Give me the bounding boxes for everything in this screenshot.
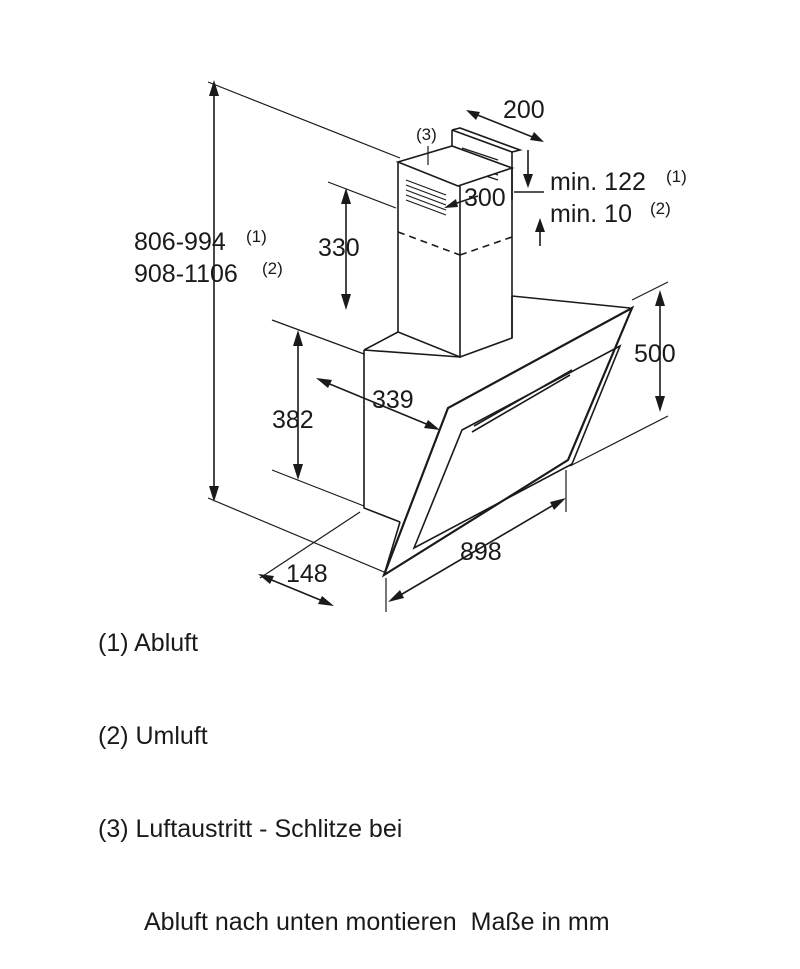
glass-front-panel (381, 305, 635, 578)
total-height-2-ref: (2) (262, 259, 283, 278)
panel-height-value: 500 (634, 340, 676, 368)
legend-item-3: (3) Luftaustritt - Schlitze bei (98, 815, 403, 843)
body-height-value: 382 (272, 406, 314, 434)
min-top-1-ref: (1) (666, 167, 687, 186)
chimney-front (395, 145, 515, 359)
legend-item-1: (1) Abluft (98, 629, 199, 657)
total-height-1-ref: (1) (246, 227, 267, 246)
min-top-1-value: min. 122 (550, 168, 646, 196)
legend: (1) Abluft (2) Umluft (3) Luftaustritt -… (98, 566, 610, 969)
chimney-height-dimension: 330 (318, 181, 397, 310)
min-top-2-ref: (2) (650, 199, 671, 218)
chimney-depth-value: 200 (503, 96, 545, 124)
width-value: 898 (460, 538, 502, 566)
panel-height-dimension: 500 (569, 281, 676, 467)
total-height-2-value: 908-1106 (134, 260, 238, 288)
chimney-height-value: 330 (318, 234, 360, 262)
body-depth-dimension: 339 (316, 378, 440, 430)
range-hood-dimension-drawing: 806-994 (1) 908-1106 (2) 330 200 (3) 300… (134, 80, 687, 612)
min-clearance-dimension: min. 122 (1) min. 10 (2) (514, 150, 687, 246)
bottom-depth-value: 148 (286, 560, 328, 588)
slot-ref: (3) (416, 125, 437, 144)
legend-item-2: (2) Umluft (98, 722, 208, 750)
bottom-depth-dimension: 148 (258, 511, 361, 606)
hood-body (363, 295, 631, 523)
total-height-1-value: 806-994 (134, 228, 226, 256)
chimney-depth-dimension: 200 (3) (416, 96, 545, 165)
total-height-dimension: 806-994 (1) 908-1106 (2) (134, 80, 401, 573)
chimney-width-value: 300 (464, 184, 506, 212)
body-height-dimension: 382 (271, 319, 365, 507)
chimney-width-dimension: 300 (444, 184, 506, 212)
units-note: Maße in mm (470, 908, 610, 936)
legend-item-3-continued: Abluft nach unten montieren (144, 908, 457, 936)
min-top-2-value: min. 10 (550, 200, 632, 228)
width-dimension: 898 (385, 470, 567, 612)
body-depth-value: 339 (372, 386, 414, 414)
front-vent-slots (405, 179, 447, 216)
